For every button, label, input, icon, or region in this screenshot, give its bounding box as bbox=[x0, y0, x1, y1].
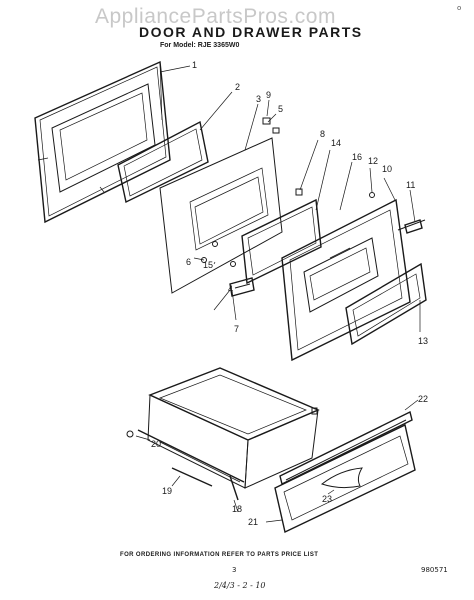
callout-13: 13 bbox=[418, 336, 428, 346]
part-4-7-hinge-bracket bbox=[229, 277, 255, 297]
callout-16: 16 bbox=[352, 152, 362, 162]
handwritten-note: 2/4/3 - 2 - 10 bbox=[214, 581, 266, 590]
part-5-9-clips bbox=[262, 117, 280, 134]
document-number: 980571 bbox=[421, 566, 448, 574]
callout-2: 2 bbox=[235, 82, 240, 92]
ordering-info-footer: FOR ORDERING INFORMATION REFER TO PARTS … bbox=[120, 552, 319, 558]
part-2-window-gasket bbox=[117, 120, 209, 204]
leader-lines bbox=[135, 65, 421, 523]
callout-9: 9 bbox=[266, 90, 271, 100]
part-10-16-door-liner bbox=[281, 192, 411, 362]
part-1-outer-door bbox=[34, 60, 171, 224]
callout-18: 18 bbox=[232, 504, 242, 514]
page-number: 3 bbox=[232, 566, 237, 574]
callout-3: 3 bbox=[256, 94, 261, 104]
callout-7: 7 bbox=[234, 324, 239, 334]
callout-22: 22 bbox=[418, 394, 428, 404]
callout-20: 20 bbox=[151, 439, 161, 449]
part-11-vent-rail bbox=[397, 219, 426, 234]
part-13-window-frame bbox=[345, 262, 427, 346]
callout-8: 8 bbox=[320, 129, 325, 139]
part-6-15-screws bbox=[201, 241, 236, 267]
callout-23: 23 bbox=[322, 494, 332, 504]
callout-14: 14 bbox=[331, 138, 341, 148]
callout-labels: 1 2 3 4 5 6 7 8 9 10 11 12 13 14 15 16 1… bbox=[151, 60, 428, 527]
callout-19: 19 bbox=[162, 486, 172, 496]
callout-12: 12 bbox=[368, 156, 378, 166]
model-line: For Model: RJE 3365W0 bbox=[160, 42, 240, 49]
part-3-inner-door-panel bbox=[159, 137, 283, 294]
callout-15: 15 bbox=[203, 260, 213, 270]
callout-11: 11 bbox=[406, 180, 415, 190]
corner-mark: o bbox=[457, 4, 462, 12]
part-drawer-assembly bbox=[126, 367, 416, 534]
callout-21: 21 bbox=[248, 517, 258, 527]
callout-10: 10 bbox=[382, 164, 392, 174]
watermark: AppliancePartsPros.com bbox=[95, 5, 336, 28]
callout-6: 6 bbox=[186, 257, 191, 267]
callout-4: 4 bbox=[228, 284, 233, 294]
page-title: DOOR AND DRAWER PARTS bbox=[139, 24, 363, 40]
part-8-14-window-pane bbox=[241, 188, 322, 285]
callout-1: 1 bbox=[192, 60, 197, 70]
callout-5: 5 bbox=[278, 104, 283, 114]
